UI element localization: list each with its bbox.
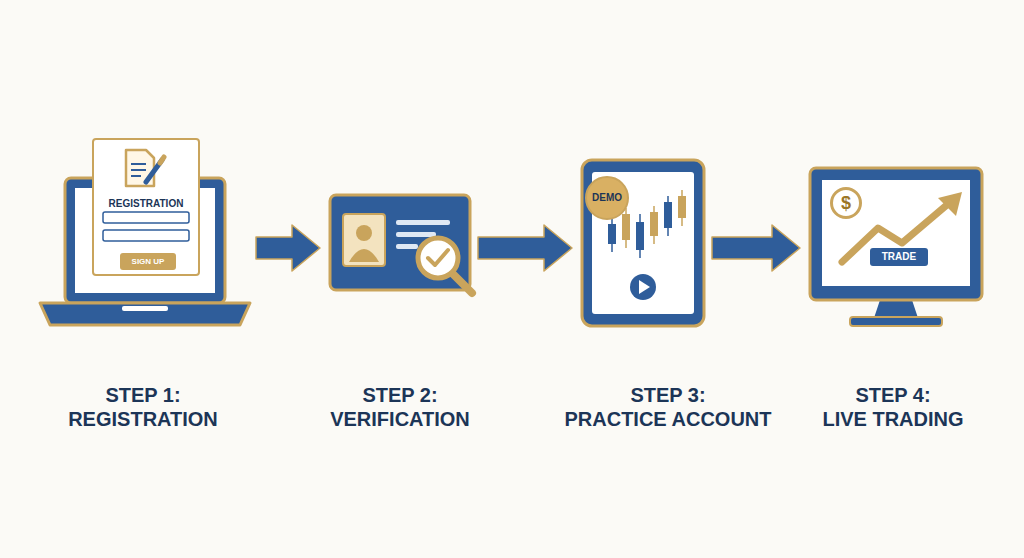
photo-frame: [343, 214, 385, 266]
step-label: STEP 3: PRACTICE ACCOUNT: [564, 383, 771, 431]
input-field: [103, 230, 189, 241]
check-mark: [428, 250, 448, 265]
form-card-fill: [92, 138, 200, 276]
button-label: SIGN UP: [132, 258, 165, 266]
laptop-trackpad: [122, 306, 168, 311]
person-body: [349, 249, 379, 262]
registration-form: [92, 138, 200, 276]
registration-form-card: REGISTRATION SIGN UP: [92, 138, 200, 276]
tablet-icon: [582, 160, 704, 326]
step-verification: STEP 2: VERIFICATION: [328, 193, 472, 292]
monitor-base: [850, 317, 942, 326]
pencil-tip: [160, 157, 164, 163]
tablet-screen: [592, 172, 694, 314]
id-card-icon: [330, 195, 472, 293]
id-card: [330, 195, 470, 290]
trend-arrowhead: [938, 192, 962, 216]
step-practice-account: STEP 3: PRACTICE ACCOUNTDEMO: [580, 158, 706, 328]
monitor-screen: [822, 180, 970, 286]
flow-arrow: [712, 225, 800, 271]
document-line: [131, 175, 141, 177]
monitor-frame: [810, 168, 982, 300]
trade-button: TRADE: [870, 248, 928, 266]
document-line: [131, 163, 146, 165]
dollar-coin: $: [830, 187, 862, 219]
step-label: STEP 2: VERIFICATION: [330, 383, 470, 431]
tablet-body: [582, 160, 704, 326]
id-line: [396, 232, 436, 237]
document-line: [131, 169, 146, 171]
flow-arrow: [478, 225, 572, 271]
step-label: STEP 4: LIVE TRADING: [822, 383, 963, 431]
step-label: STEP 1: REGISTRATION: [68, 383, 218, 431]
badge-label: DEMO: [592, 193, 622, 203]
step-registration: STEP 1: REGISTRATIONREGISTRATIONSIGN UP: [40, 135, 250, 328]
form-title: REGISTRATION: [109, 199, 184, 209]
magnifier-lens: [418, 238, 458, 278]
currency-symbol: $: [841, 194, 851, 212]
button-label: TRADE: [882, 252, 916, 262]
magnifier-handle: [452, 273, 472, 293]
person-head: [356, 225, 372, 241]
id-line: [396, 220, 450, 225]
play-triangle: [639, 280, 650, 294]
input-field: [103, 212, 189, 223]
laptop-base: [40, 303, 250, 325]
id-line: [396, 244, 418, 249]
monitor-icon: [810, 168, 982, 326]
step-live-trading: STEP 4: LIVE TRADING$TRADE: [808, 166, 984, 328]
monitor-neck: [874, 300, 918, 318]
flow-arrow: [256, 225, 320, 271]
sign-up-button: SIGN UP: [120, 253, 176, 270]
play-button: [630, 274, 656, 300]
demo-badge: DEMO: [585, 176, 629, 220]
